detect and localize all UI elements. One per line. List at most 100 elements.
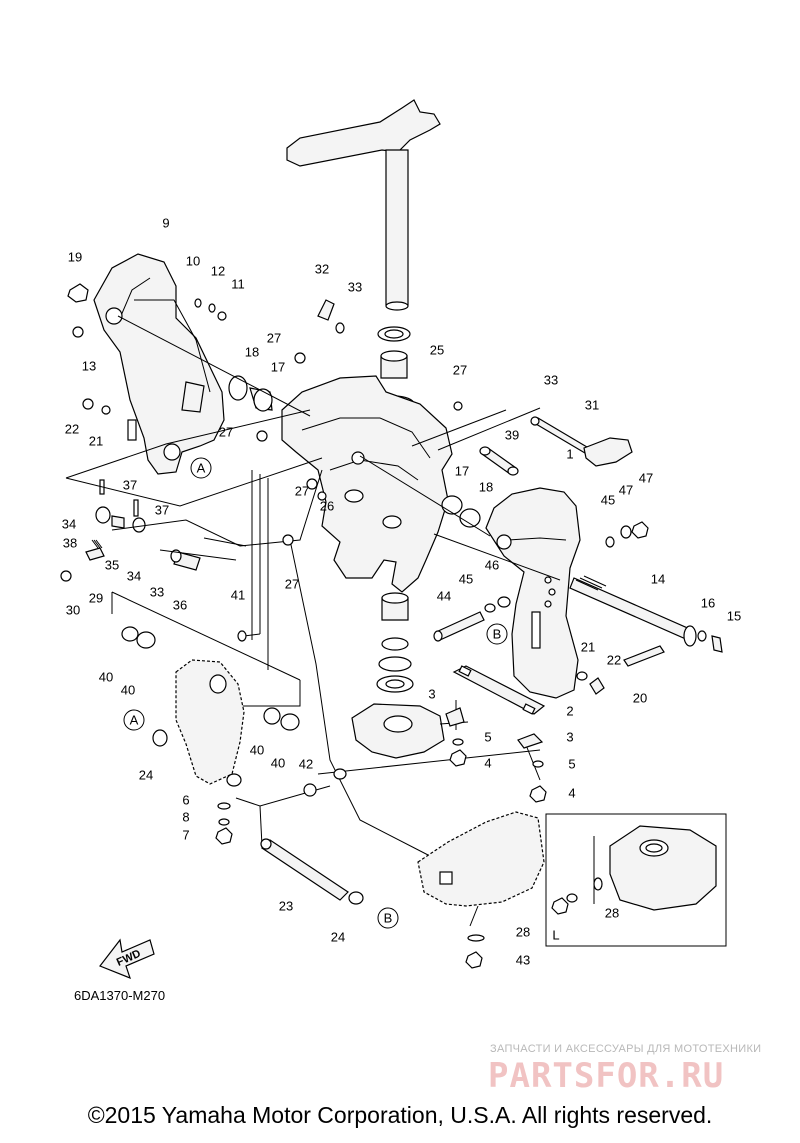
part-label-7: 7: [182, 827, 189, 842]
part-label-47a: 47: [619, 482, 633, 497]
ref-b-bottom-label: B: [384, 910, 393, 925]
part-label-37a: 37: [123, 477, 137, 492]
ref-a-bottom: [123, 709, 145, 731]
part-label-15: 15: [727, 608, 741, 623]
part-label-13: 13: [82, 358, 96, 373]
watermark-caption: ЗАПЧАСТИ И АКСЕССУАРЫ ДЛЯ МОТОТЕХНИКИ: [490, 1043, 762, 1055]
part-label-18a: 18: [245, 344, 259, 359]
lower-bushing-stack: [376, 592, 414, 693]
part-label-25: 25: [430, 342, 444, 357]
part-label-30: 30: [66, 602, 80, 617]
part-label-24a: 24: [139, 767, 153, 782]
part-label-36: 36: [173, 597, 187, 612]
part-label-17b: 17: [455, 463, 469, 478]
part-label-27a: 27: [267, 330, 281, 345]
part-label-28-inset: 28: [605, 905, 619, 920]
part-label-26: 26: [320, 498, 334, 513]
part-label-43: 43: [516, 952, 530, 967]
diagram-code: 6DA1370-M270: [74, 988, 166, 1003]
copyright-notice: ©2015 Yamaha Motor Corporation, U.S.A. A…: [87, 1102, 713, 1128]
lower-mount-housing: [121, 626, 347, 787]
part-label-39: 39: [505, 427, 519, 442]
part-label-32: 32: [315, 261, 329, 276]
part-labels: 1 2 3 3 4 4 5 5 6 7 8 9 10 11 12 13 14 1…: [62, 215, 741, 967]
swivel-bracket: [281, 375, 453, 593]
part-label-3a: 3: [428, 686, 435, 701]
part-label-5a: 5: [484, 729, 491, 744]
ref-a-top: [190, 457, 212, 479]
part-label-42: 42: [299, 756, 313, 771]
right-clamp-bracket: [485, 487, 581, 699]
part-label-8: 8: [182, 809, 189, 824]
inset-label: L: [552, 927, 559, 942]
part-label-6: 6: [182, 792, 189, 807]
part-label-4b: 4: [568, 785, 575, 800]
trim-pin: [530, 416, 633, 467]
fasteners: [60, 283, 723, 969]
lower-casing: [417, 811, 545, 907]
part-label-27d: 27: [295, 483, 309, 498]
part-label-29: 29: [89, 590, 103, 605]
part-label-21b: 21: [581, 639, 595, 654]
part-label-5b: 5: [568, 756, 575, 771]
part-label-20: 20: [633, 690, 647, 705]
part-label-12: 12: [211, 263, 225, 278]
leader-lines: [65, 315, 541, 927]
lower-yoke: [351, 703, 469, 759]
part-label-34b: 34: [127, 568, 141, 583]
part-label-14: 14: [651, 571, 665, 586]
part-label-21a: 21: [89, 433, 103, 448]
part-label-28: 28: [516, 924, 530, 939]
part-label-19: 19: [68, 249, 82, 264]
part-label-23: 23: [279, 898, 293, 913]
tilt-lock-parts: [85, 479, 201, 571]
part-label-33c: 33: [150, 584, 164, 599]
part-label-17a: 17: [271, 359, 285, 374]
part-label-46: 46: [485, 557, 499, 572]
ref-a-top-label: A: [197, 460, 206, 475]
part-label-38: 38: [63, 535, 77, 550]
fwd-arrow: FWD: [99, 938, 155, 980]
part-label-4a: 4: [484, 755, 491, 770]
tie-bar: [260, 838, 364, 905]
part-label-10: 10: [186, 253, 200, 268]
bushing-39: [479, 446, 519, 476]
part-label-35: 35: [105, 557, 119, 572]
part-label-1: 1: [566, 446, 573, 461]
part-label-2: 2: [566, 703, 573, 718]
part-label-27c: 27: [219, 424, 233, 439]
ref-a-bottom-label: A: [130, 712, 139, 727]
steering-arm: [286, 99, 441, 311]
part-label-33a: 33: [348, 279, 362, 294]
part-label-47b: 47: [639, 470, 653, 485]
part-label-31: 31: [585, 397, 599, 412]
steering-plate: [445, 665, 546, 749]
part-label-40a: 40: [99, 669, 113, 684]
part-label-40d: 40: [271, 755, 285, 770]
part-label-27e: 27: [285, 576, 299, 591]
part-label-44: 44: [437, 588, 451, 603]
part-label-11: 11: [231, 276, 245, 291]
part-label-40b: 40: [121, 682, 135, 697]
part-label-16: 16: [701, 595, 715, 610]
part-label-22a: 22: [65, 421, 79, 436]
part-label-37b: 37: [155, 502, 169, 517]
part-label-41: 41: [231, 587, 245, 602]
part-label-34a: 34: [62, 516, 76, 531]
part-label-18b: 18: [479, 479, 493, 494]
part-label-9: 9: [162, 215, 169, 230]
part-label-27b: 27: [453, 362, 467, 377]
ref-b-top: [486, 623, 508, 645]
part-label-45a: 45: [601, 492, 615, 507]
part-label-22b: 22: [607, 652, 621, 667]
left-clamp-bracket: [93, 253, 225, 475]
watermark-logo: PARTSFOR.RU: [488, 1056, 725, 1096]
part-label-24b: 24: [331, 929, 345, 944]
tilt-tube: [433, 533, 697, 647]
ref-b-bottom: [377, 907, 399, 929]
part-label-40c: 40: [250, 742, 264, 757]
part-label-45b: 45: [459, 571, 473, 586]
inset-detail: L: [545, 813, 727, 947]
